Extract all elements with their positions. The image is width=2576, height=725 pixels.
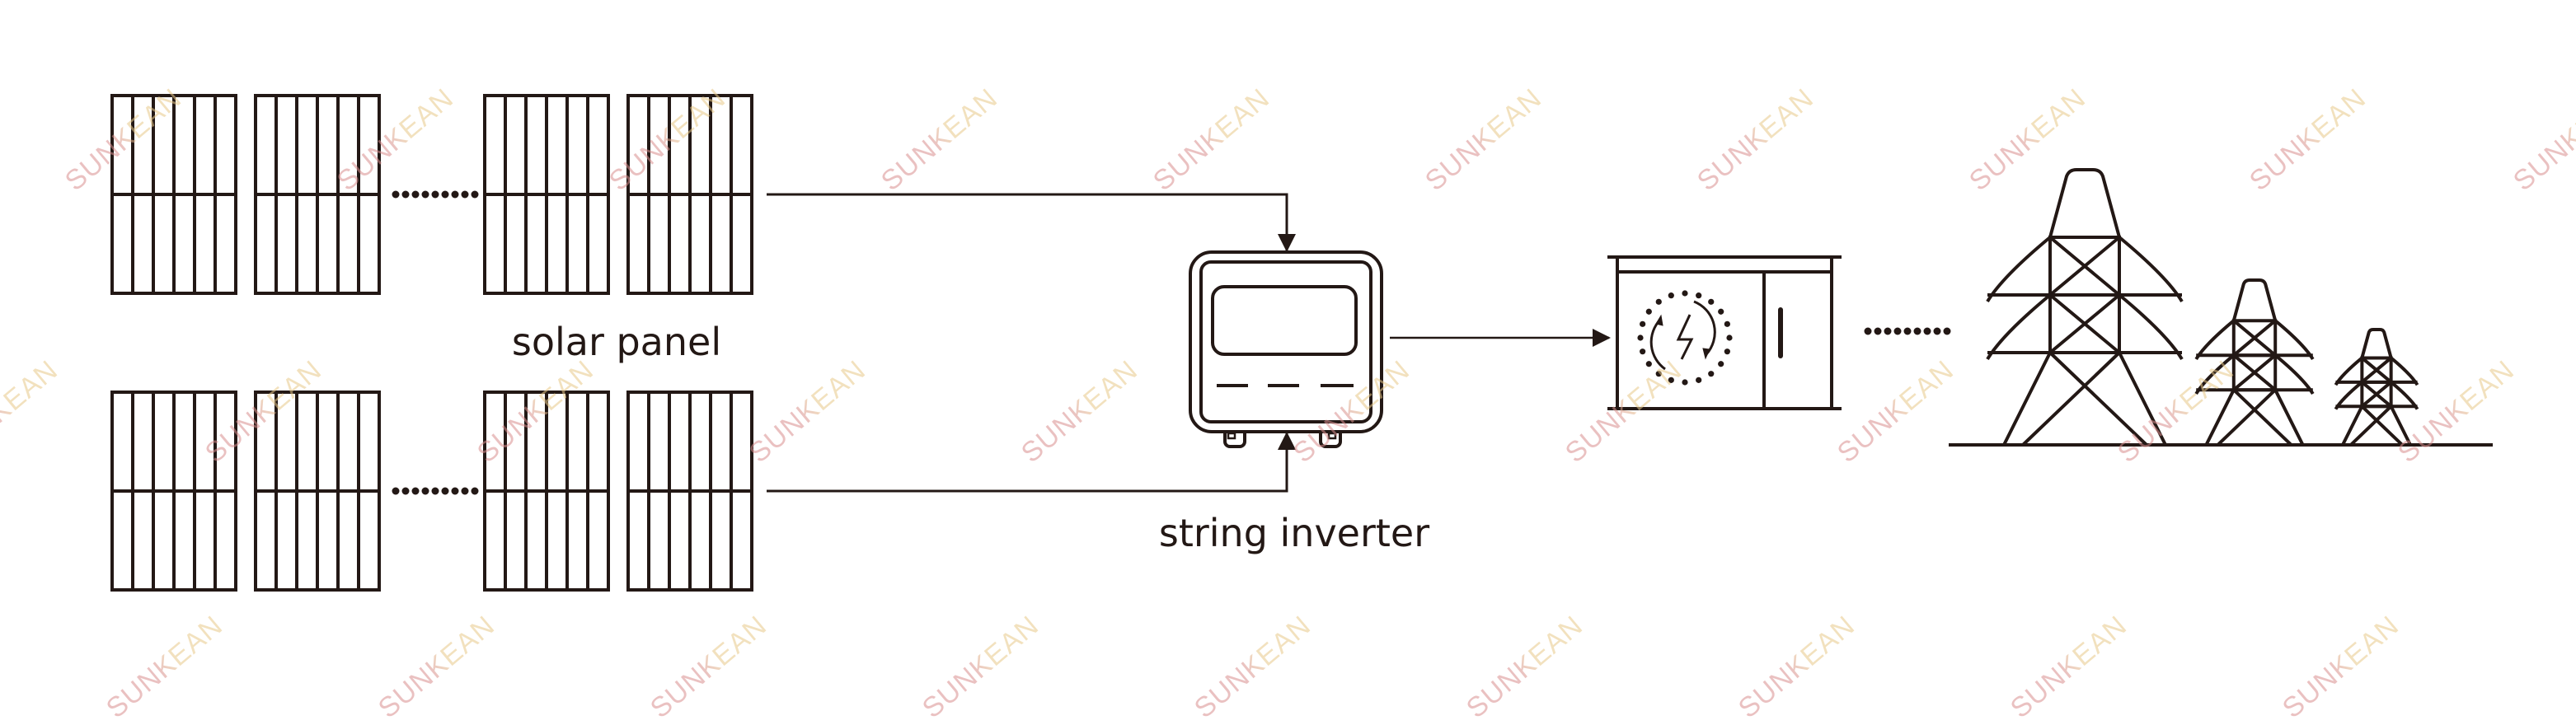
ellipsis-dot bbox=[461, 487, 469, 495]
bottom-string-wire bbox=[767, 432, 1296, 493]
string-inverter bbox=[1189, 250, 1383, 448]
ellipsis-dot bbox=[1893, 327, 1902, 335]
ellipsis-dot bbox=[431, 487, 439, 495]
string-inverter-label: string inverter bbox=[1158, 511, 1430, 555]
ellipsis-dot bbox=[1874, 327, 1882, 335]
power-grid-towers bbox=[1986, 168, 2419, 447]
ellipsis-dot bbox=[421, 190, 429, 199]
solar-panel bbox=[254, 94, 381, 295]
solar-panel bbox=[254, 391, 381, 592]
ellipsis-dot bbox=[1913, 327, 1921, 335]
ellipsis-dot bbox=[1943, 327, 1951, 335]
ellipsis-dot bbox=[471, 190, 479, 199]
solar-panel-array bbox=[110, 94, 753, 592]
inverter-front-panel bbox=[1199, 260, 1372, 423]
ellipsis-dot bbox=[411, 487, 420, 495]
ellipsis-dot bbox=[471, 487, 479, 495]
solar-panel bbox=[483, 94, 610, 295]
ellipsis-dot bbox=[421, 487, 429, 495]
transmission-tower bbox=[2194, 278, 2315, 447]
transformer-cabinet bbox=[1607, 255, 1842, 410]
inverter-screen bbox=[1211, 285, 1358, 356]
ellipsis-dot bbox=[1864, 327, 1872, 335]
solar-panel bbox=[626, 391, 753, 592]
ellipsis-dot bbox=[431, 190, 439, 199]
ellipsis-dot bbox=[441, 190, 449, 199]
energy-cycle-icon bbox=[1637, 290, 1733, 386]
ellipsis-dot bbox=[451, 190, 459, 199]
solar-panel bbox=[110, 94, 237, 295]
ellipsis-dot bbox=[461, 190, 469, 199]
ellipsis-dot bbox=[401, 190, 410, 199]
ellipsis-dot bbox=[392, 190, 400, 199]
solar-panel bbox=[626, 94, 753, 295]
ellipsis-dot bbox=[1933, 327, 1941, 335]
ellipsis-dot bbox=[1884, 327, 1892, 335]
connection-wires bbox=[767, 193, 1611, 493]
ellipsis-dot bbox=[411, 190, 420, 199]
ellipsis-dot bbox=[392, 487, 400, 495]
ellipsis-dot bbox=[451, 487, 459, 495]
ellipsis-dot bbox=[1923, 327, 1931, 335]
solar-panel-label: solar panel bbox=[511, 320, 722, 364]
ellipsis-dot bbox=[1903, 327, 1912, 335]
transmission-tower bbox=[1986, 168, 2184, 447]
solar-panel bbox=[483, 391, 610, 592]
lightning-icon bbox=[1676, 314, 1694, 360]
ellipsis-dot bbox=[401, 487, 410, 495]
inverter-mount-tabs bbox=[1223, 430, 1342, 448]
pv-system-diagram bbox=[110, 94, 2493, 592]
solar-panel bbox=[110, 391, 237, 592]
continuation-dots bbox=[392, 190, 1951, 495]
transmission-tower bbox=[2334, 327, 2419, 447]
top-string-wire bbox=[767, 193, 1296, 252]
ellipsis-dot bbox=[441, 487, 449, 495]
